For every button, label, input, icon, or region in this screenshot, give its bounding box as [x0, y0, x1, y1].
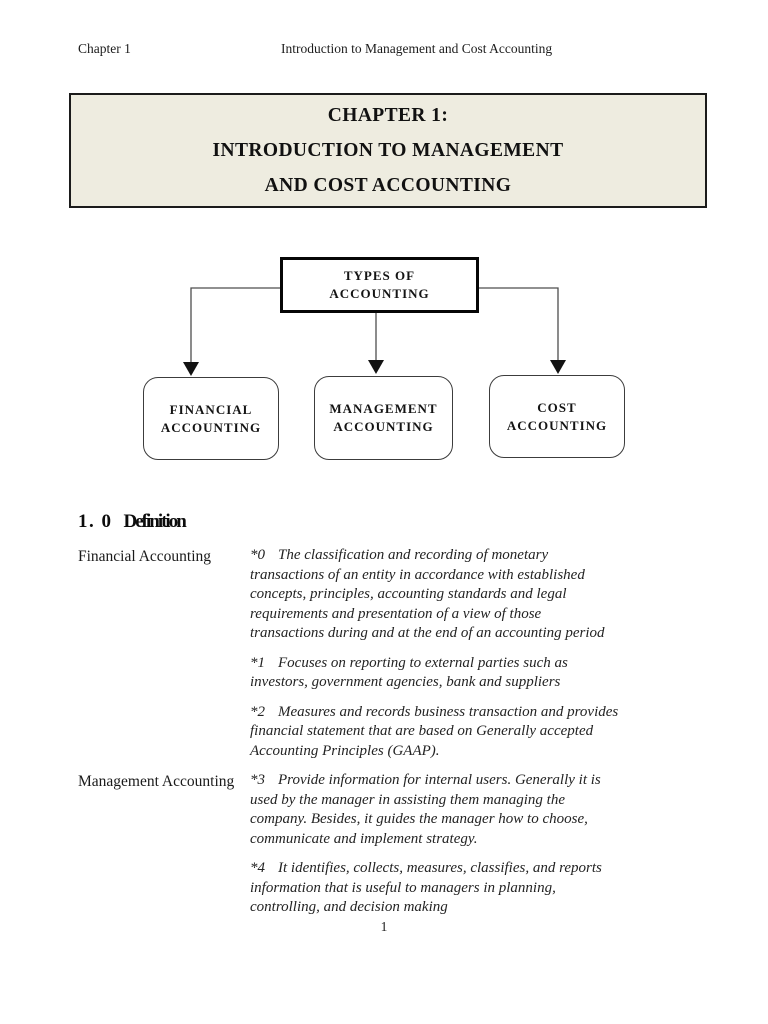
definition-text: Measures and records business transactio… — [250, 703, 619, 759]
bullet-marker: *3 — [250, 772, 265, 788]
diagram-node-types-of-accounting: TYPES OF ACCOUNTING — [280, 257, 479, 313]
arrow-down-icon — [550, 360, 566, 374]
diagram-node-label: TYPES OF ACCOUNTING — [329, 268, 430, 301]
bullet-marker: *4 — [250, 860, 265, 876]
definition-text: It identifies, collects, measures, class… — [250, 860, 602, 915]
definition-text: Provide information for internal users. … — [250, 772, 601, 847]
bullet-marker: *0 — [250, 547, 265, 563]
definition-term-management-accounting: Management Accounting — [78, 773, 235, 790]
section-number: 1. 0 — [78, 511, 113, 532]
definition-text: Focuses on reporting to external parties… — [250, 654, 568, 691]
arrow-down-icon — [368, 360, 384, 374]
diagram-node-financial-accounting: FINANCIAL ACCOUNTING — [143, 377, 279, 460]
arrow-down-icon — [183, 362, 199, 376]
definition-text: The classification and recording of mone… — [250, 547, 605, 641]
section-heading: 1. 0 Definition — [78, 511, 187, 533]
bullet-marker: *2 — [250, 703, 265, 720]
chapter-title-box: CHAPTER 1: INTRODUCTION TO MANAGEMENT AN… — [69, 93, 707, 208]
diagram-node-label: FINANCIAL ACCOUNTING — [160, 401, 262, 435]
diagram-node-label: MANAGEMENT ACCOUNTING — [329, 401, 438, 434]
definition-term-financial-accounting: Financial Accounting — [78, 548, 212, 565]
section-title: Definition — [123, 511, 187, 532]
bullet-marker: *1 — [250, 654, 265, 671]
diagram-node-label: COST ACCOUNTING — [506, 399, 608, 433]
chapter-title: CHAPTER 1: INTRODUCTION TO MANAGEMENT AN… — [212, 105, 564, 196]
header-document-title: Introduction to Management and Cost Acco… — [281, 41, 553, 56]
diagram-node-cost-accounting: COST ACCOUNTING — [489, 375, 625, 458]
diagram-node-management-accounting: MANAGEMENT ACCOUNTING — [314, 376, 453, 460]
header-chapter-label: Chapter 1 — [78, 41, 131, 56]
page-number: 1 — [380, 919, 388, 934]
